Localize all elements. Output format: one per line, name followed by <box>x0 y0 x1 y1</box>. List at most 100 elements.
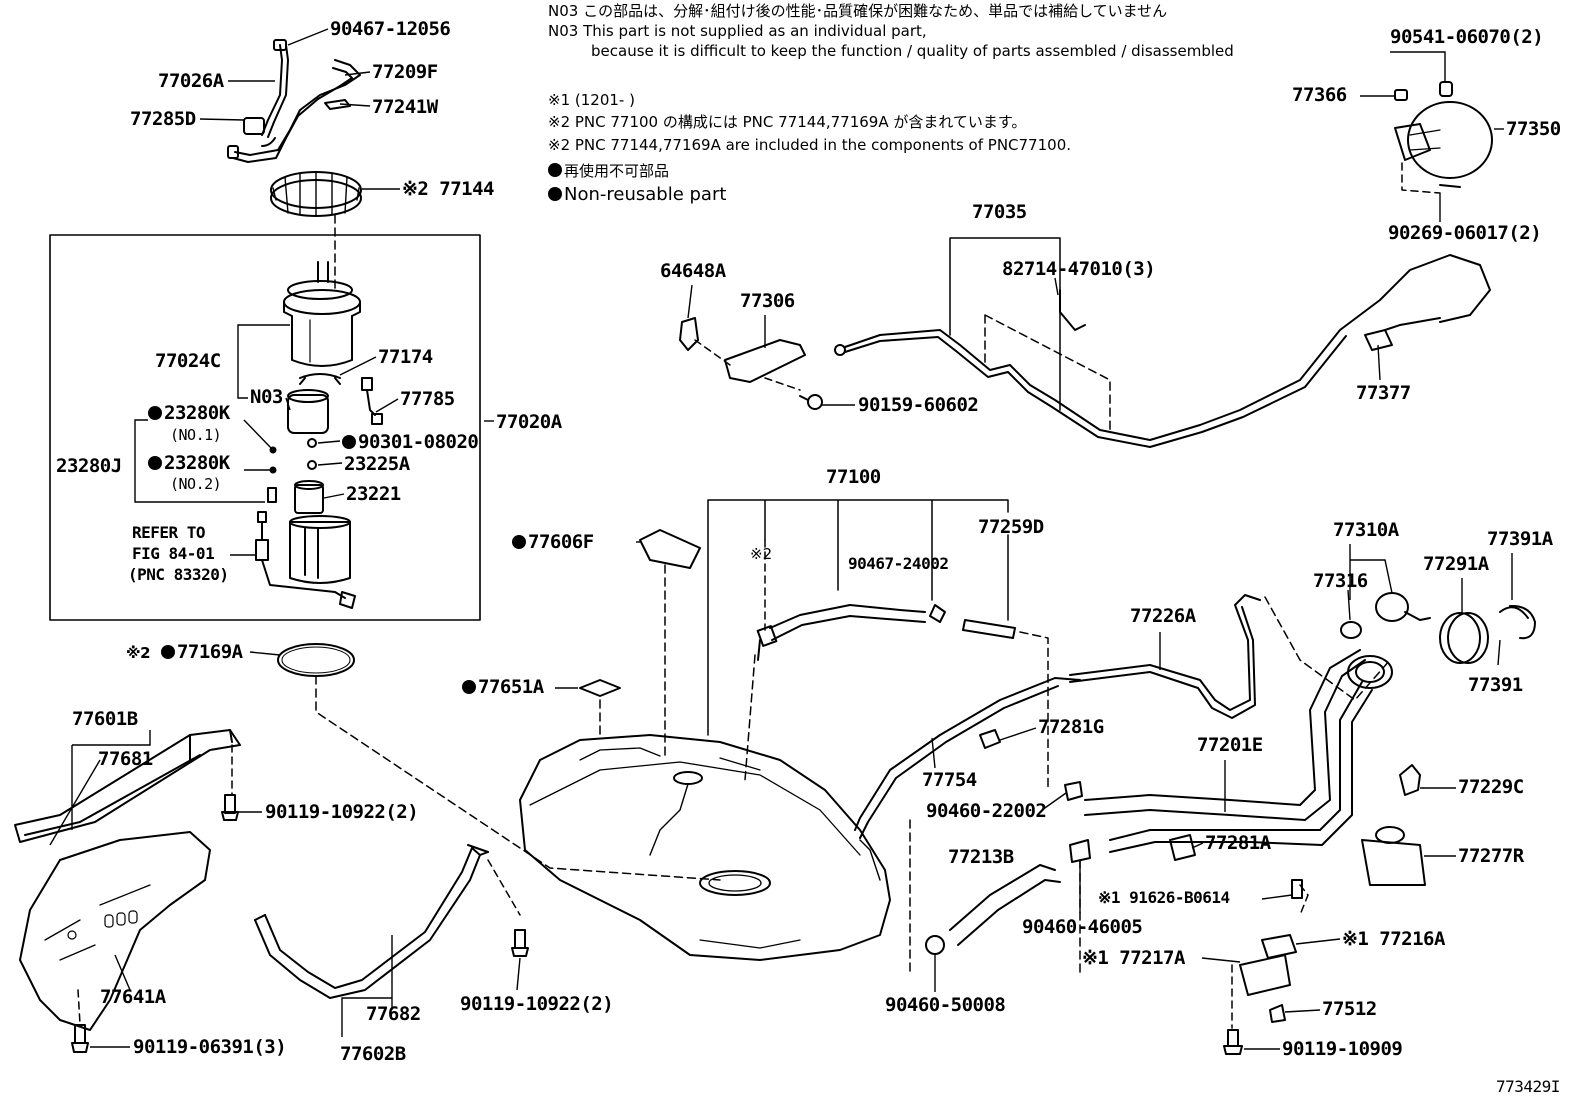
part-90159-60602[interactable]: 90159-60602 <box>858 394 979 416</box>
hose-clamp-drawing <box>929 604 946 623</box>
part-77606F[interactable]: 77606F <box>512 533 594 552</box>
part-77285D[interactable]: 77285D <box>130 108 196 130</box>
part-77277R[interactable]: 77277R <box>1458 845 1524 867</box>
filter-cap-drawing <box>267 487 277 503</box>
nonreusable-dot-icon <box>548 163 562 177</box>
gasket-drawing <box>1340 621 1362 639</box>
filler-pipe-protector-drawing <box>1361 826 1426 886</box>
screw-drawing <box>799 394 823 410</box>
part-77216A[interactable]: ※1 77216A <box>1342 928 1445 950</box>
part-82714-47010[interactable]: 82714-47010(3) <box>1002 258 1156 280</box>
lid-opener-cable-drawing <box>834 254 1491 448</box>
nonreusable-dot-icon <box>512 535 526 549</box>
part-77229C[interactable]: 77229C <box>1458 776 1524 798</box>
retainer-ring-drawing <box>1499 604 1536 640</box>
bracket-drawing <box>1239 954 1291 996</box>
refer-text-1: REFER TO <box>132 523 206 542</box>
filler-ring-drawing <box>1439 612 1489 664</box>
o-ring-drawing <box>307 438 317 448</box>
part-90467-24002[interactable]: 90467-24002 <box>848 554 949 573</box>
part-77100[interactable]: 77100 <box>826 466 881 488</box>
part-77602B[interactable]: 77602B <box>340 1043 406 1065</box>
part-77174[interactable]: 77174 <box>378 346 433 368</box>
part-77035[interactable]: 77035 <box>972 201 1027 223</box>
bracket-drawing <box>1261 934 1297 959</box>
part-77391[interactable]: 77391 <box>1468 674 1523 696</box>
part-91626-B0614[interactable]: ※1 91626-B0614 <box>1098 888 1230 907</box>
part-23225A[interactable]: 23225A <box>344 453 410 475</box>
figure-id: 773429I <box>1496 1077 1560 1096</box>
part-77391A[interactable]: 77391A <box>1487 528 1553 550</box>
part-77681[interactable]: 77681 <box>98 748 153 770</box>
part-77377[interactable]: 77377 <box>1356 382 1411 404</box>
fuel-hose-assembly-drawing <box>756 604 926 661</box>
part-77201E[interactable]: 77201E <box>1197 734 1263 756</box>
hose-clamp-drawing <box>1064 781 1083 801</box>
part-77281G[interactable]: 77281G <box>1038 716 1104 738</box>
part-90541-06070[interactable]: 90541-06070(2) <box>1390 26 1544 48</box>
vapor-hose-set-drawing <box>227 39 361 163</box>
part-77024C[interactable]: 77024C <box>155 350 221 372</box>
wire-harness-drawing <box>361 377 383 425</box>
part-77366[interactable]: 77366 <box>1292 84 1347 106</box>
part-77641A[interactable]: 77641A <box>100 986 166 1008</box>
part-77144[interactable]: ※2 77144 <box>402 178 495 200</box>
part-90119-06391[interactable]: 90119-06391(3) <box>133 1036 287 1058</box>
part-77226A[interactable]: 77226A <box>1130 605 1196 627</box>
part-77259D[interactable]: 77259D <box>978 516 1044 538</box>
mark-2-label: ※2 <box>750 545 773 563</box>
pump-assembly-frame <box>49 234 481 621</box>
part-77213B[interactable]: 77213B <box>948 846 1014 868</box>
part-77316[interactable]: 77316 <box>1313 570 1368 592</box>
note-n03-jp: N03 この部品は、分解･組付け後の性能･品質確保が困難なため、単品では補給して… <box>548 2 1168 20</box>
tank-pad-drawing <box>639 529 701 569</box>
note-mark-1: ※1 (1201- ) <box>548 91 635 109</box>
part-64648A[interactable]: 64648A <box>660 260 726 282</box>
part-90467-12056[interactable]: 90467-12056 <box>330 18 451 40</box>
fuel-filler-pipe-drawing <box>1084 649 1393 853</box>
part-77241W[interactable]: 77241W <box>372 96 438 118</box>
pump-filter-drawing <box>287 389 329 434</box>
part-77281A[interactable]: 77281A <box>1205 832 1271 854</box>
part-77020A[interactable]: 77020A <box>496 411 562 433</box>
part-90460-46005[interactable]: 90460-46005 <box>1022 916 1143 938</box>
part-90119-10922-b[interactable]: 90119-10922(2) <box>460 993 614 1015</box>
note-mark-2-en: ※2 PNC 77144,77169A are included in the … <box>548 136 1072 154</box>
part-77306[interactable]: 77306 <box>740 290 795 312</box>
tube-drawing <box>962 619 1016 639</box>
part-90460-50008[interactable]: 90460-50008 <box>885 994 1006 1016</box>
part-77682[interactable]: 77682 <box>366 1003 421 1025</box>
part-23280J[interactable]: 23280J <box>56 455 122 477</box>
part-77601B[interactable]: 77601B <box>72 708 138 730</box>
part-N03[interactable]: N03 <box>250 386 283 408</box>
hose-clamp-drawing <box>979 729 1001 749</box>
part-77217A[interactable]: ※1 77217A <box>1082 947 1185 969</box>
part-77169A[interactable]: ※2 77169A <box>126 641 243 663</box>
part-77209F[interactable]: 77209F <box>372 61 438 83</box>
fuel-level-sender-drawing <box>255 511 356 609</box>
hose-clamp-drawing <box>1069 839 1091 863</box>
part-77754[interactable]: 77754 <box>922 769 977 791</box>
note-mark-2-jp: ※2 PNC 77100 の構成には PNC 77144,77169A が含まれ… <box>548 113 1027 131</box>
part-23221[interactable]: 23221 <box>346 483 401 505</box>
part-90301-08020[interactable]: 90301-08020 <box>342 433 479 452</box>
part-90460-22002[interactable]: 90460-22002 <box>926 800 1047 822</box>
part-23280K-no1[interactable]: 23280K <box>148 404 230 423</box>
fuel-tank-protector-drawing <box>19 831 211 1031</box>
part-77651A[interactable]: 77651A <box>462 678 544 697</box>
part-77512[interactable]: 77512 <box>1322 998 1377 1020</box>
part-77026A[interactable]: 77026A <box>158 70 224 92</box>
part-77291A[interactable]: 77291A <box>1423 553 1489 575</box>
clip-drawing <box>1399 764 1421 796</box>
part-90119-10922-a[interactable]: 90119-10922(2) <box>265 801 419 823</box>
filler-hose-drawing <box>949 864 1061 946</box>
part-77350[interactable]: 77350 <box>1506 118 1561 140</box>
part-23280K-no2[interactable]: 23280K <box>148 454 230 473</box>
refer-text-3: (PNC 83320) <box>128 565 229 584</box>
lid-cover-drawing <box>724 339 806 383</box>
part-90119-10909[interactable]: 90119-10909 <box>1282 1038 1403 1060</box>
part-77310A[interactable]: 77310A <box>1333 519 1399 541</box>
part-90269-06017[interactable]: 90269-06017(2) <box>1388 222 1542 244</box>
bolt-drawing <box>1223 1029 1243 1055</box>
part-77785[interactable]: 77785 <box>400 388 455 410</box>
